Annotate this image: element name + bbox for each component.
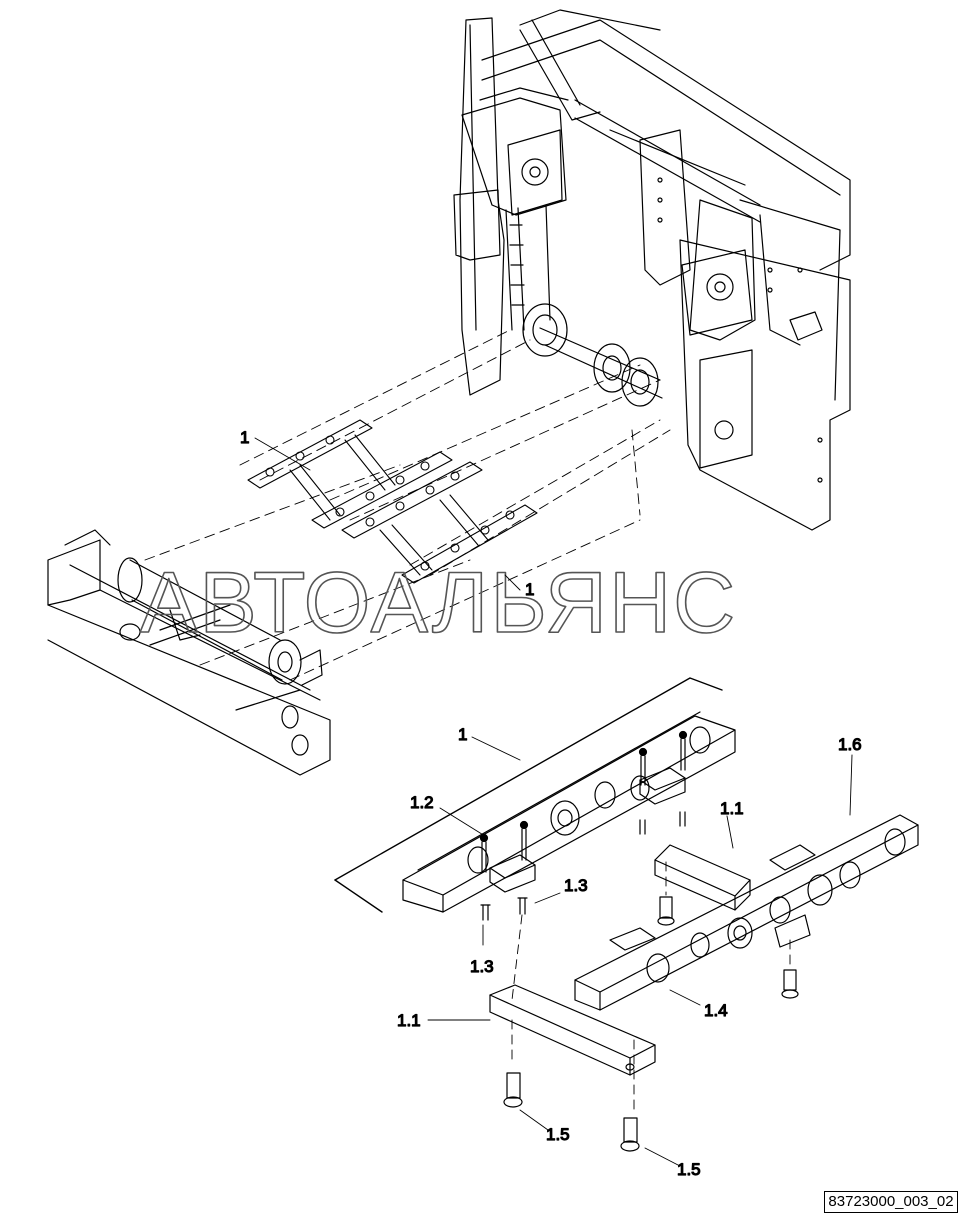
callout-1-4: 1.4 xyxy=(704,1001,728,1020)
callout-1-upper: 1 xyxy=(240,428,249,447)
callout-1-5-left: 1.5 xyxy=(546,1125,570,1144)
reference-number-box: 83723000_003_02 xyxy=(824,1191,958,1213)
watermark-text: АВТОАЛЬЯНС xyxy=(140,555,737,651)
pickup-frame xyxy=(47,529,331,776)
crossbar-1-1-left xyxy=(489,984,656,1076)
machine-frame xyxy=(453,9,851,531)
callout-1-3-right: 1.3 xyxy=(564,876,588,895)
callout-1-2: 1.2 xyxy=(410,793,434,812)
bolt-set-1-2 xyxy=(479,730,688,873)
callout-1-lower: 1 xyxy=(458,725,467,744)
slat-chain-assembly-upper xyxy=(247,419,538,584)
chain-segment-1 xyxy=(402,711,736,913)
callout-1-1-right: 1.1 xyxy=(720,799,744,818)
callout-1-3-below: 1.3 xyxy=(470,957,494,976)
callout-1-6: 1.6 xyxy=(838,735,862,754)
chain-segment-1-4 xyxy=(574,814,919,1011)
callout-1-5-right: 1.5 xyxy=(677,1160,701,1179)
crossbar-1-1-right xyxy=(654,844,751,911)
screw-set-1-3 xyxy=(480,811,686,921)
detail-boundary xyxy=(334,677,723,913)
detail-guide-lines xyxy=(511,861,791,1111)
screw-set-1-5 xyxy=(503,896,799,1152)
callout-1-1-left: 1.1 xyxy=(397,1011,421,1030)
callout-1-upper-dup: 1 xyxy=(525,580,534,599)
callout-leaders xyxy=(254,437,853,1166)
assembly-guide-lines xyxy=(144,329,671,681)
drive-shaft xyxy=(522,303,663,407)
